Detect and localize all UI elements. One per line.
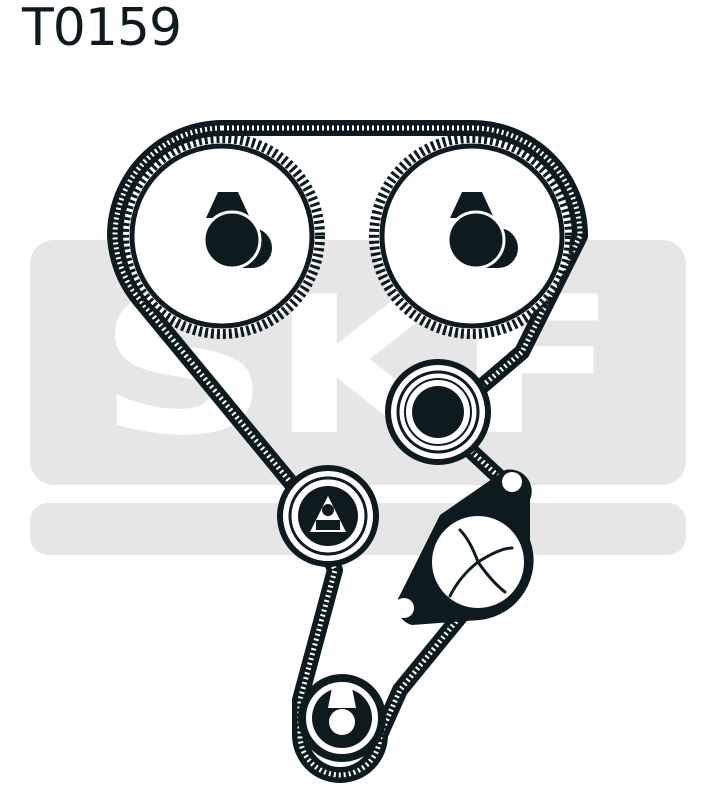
crankshaft-sprocket: [298, 674, 386, 762]
camshaft-sprocket-left: [119, 133, 325, 339]
tensioner-adjuster-icon: [310, 496, 346, 532]
timing-belt: [107, 120, 588, 783]
part-code-title: T0159: [22, 0, 182, 58]
tensioner-pulley: [277, 465, 379, 567]
camshaft-sprocket-right: [369, 133, 575, 339]
water-pump: [394, 469, 534, 625]
camshaft-hub-right-icon: [446, 192, 518, 270]
idler-pulley-upper: [385, 359, 491, 465]
impeller-icon: [448, 528, 514, 598]
camshaft-hub-left-icon: [202, 192, 272, 270]
